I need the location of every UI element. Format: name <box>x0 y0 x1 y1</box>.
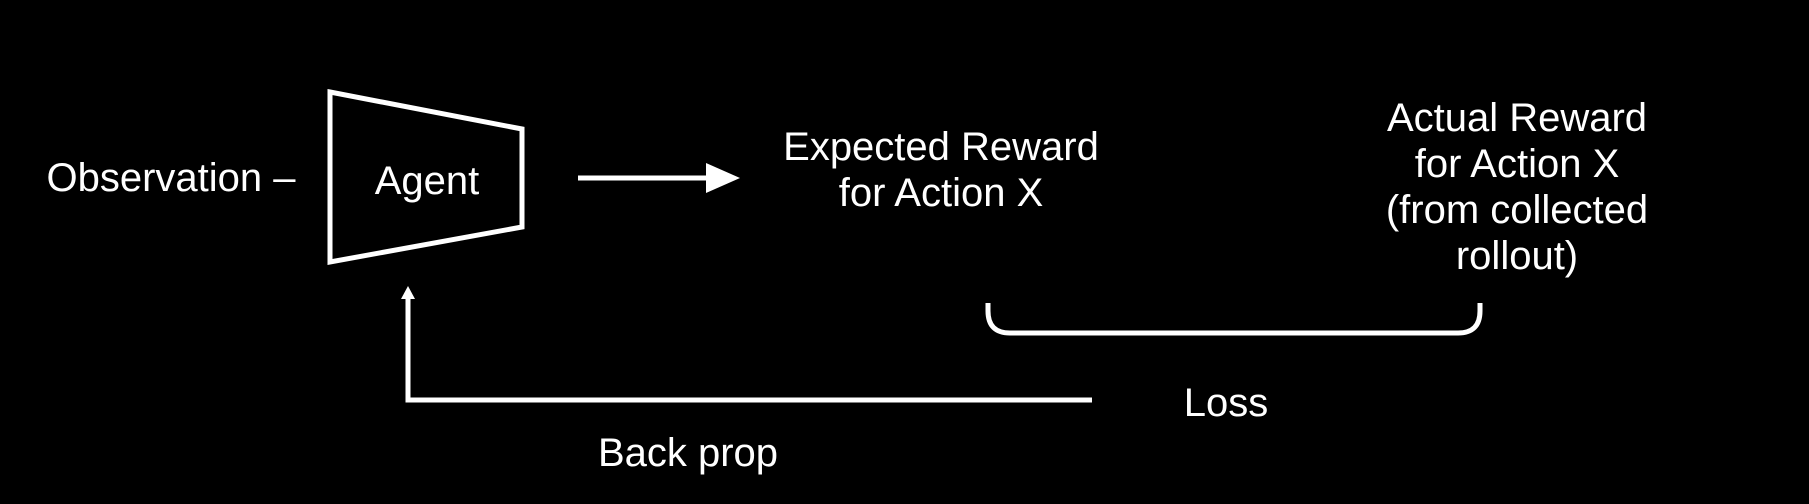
loss-label: Loss <box>1183 381 1269 425</box>
reward-underbracket-shape <box>985 303 1483 336</box>
backprop-arrow-tip-icon <box>401 286 415 299</box>
backprop-elbow-line <box>405 296 1092 403</box>
actual-reward-label: Actual Reward for Action X (from collect… <box>1385 96 1649 278</box>
expected-reward-label: Expected Reward for Action X <box>783 125 1099 215</box>
backprop-label: Back prop <box>597 431 779 475</box>
observation-label: Observation – <box>46 156 296 200</box>
agent-trapezoid-shape <box>327 88 525 265</box>
forward-arrowhead-icon <box>706 163 740 193</box>
agent-label: Agent <box>374 159 480 203</box>
